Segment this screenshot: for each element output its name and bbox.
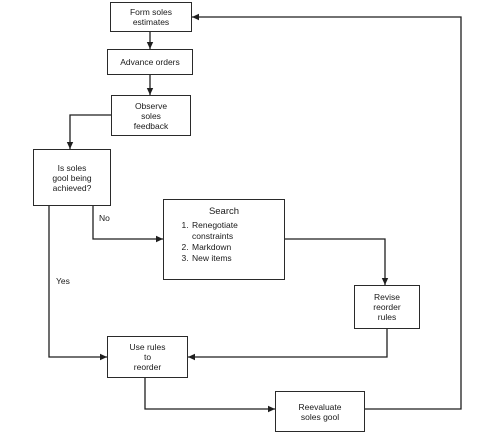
revise-reorder-rules-box: Revise reorder rules <box>354 285 420 329</box>
arrow-search-to-revise <box>285 238 389 285</box>
arrow-use-rules-to-reevaluate <box>144 378 275 413</box>
arrow-decision-no-to-search <box>92 206 163 243</box>
observe-feedback-line-1: Observe <box>134 100 168 111</box>
decision-line-1: Is soles <box>57 162 87 173</box>
sales-goal-decision-box: Is soles gool being achieved? <box>33 149 111 206</box>
form-sales-estimates-line-2: estimates <box>132 17 170 27</box>
no-branch-label: No <box>99 213 110 223</box>
search-title: Search <box>208 206 240 217</box>
arrow-revise-to-use-rules <box>188 329 388 361</box>
use-rules-line-3: reorder <box>133 362 162 372</box>
search-option-renegotiate: Renegotiate constraints <box>191 220 281 242</box>
use-rules-line-2: to <box>143 352 152 362</box>
observe-sales-feedback-box: Observe soles feedback <box>111 95 191 136</box>
observe-feedback-line-2: soles <box>141 110 161 121</box>
use-rules-to-reorder-box: Use rules to reorder <box>107 336 188 378</box>
search-box: Search Renegotiate constraints Markdown … <box>163 199 285 280</box>
yes-branch-label: Yes <box>56 276 70 286</box>
use-rules-line-1: Use rules <box>129 342 166 352</box>
form-sales-estimates-box: Form soles estimates <box>110 2 192 32</box>
form-sales-estimates-line-1: Form soles <box>129 7 173 17</box>
arrow-decision-yes-to-use-rules <box>48 206 107 361</box>
revise-rules-line-3: rules <box>377 312 397 322</box>
search-options-list: Renegotiate constraints Markdown New ite… <box>167 220 281 264</box>
advance-orders-label: Advance orders <box>120 57 180 67</box>
revise-rules-line-1: Revise <box>374 292 400 302</box>
reevaluate-line-2: soles gool <box>300 411 340 422</box>
arrow-reevaluate-loop-to-form <box>192 13 462 410</box>
revise-rules-line-2: reorder <box>373 302 401 312</box>
search-option-markdown: Markdown <box>191 242 281 253</box>
observe-feedback-line-3: feedback <box>133 120 169 131</box>
arrow-observe-to-decision <box>66 114 111 149</box>
advance-orders-box: Advance orders <box>107 49 193 75</box>
decision-line-2: gool being <box>52 172 92 183</box>
reevaluate-sales-goal-box: Reevaluate soles gool <box>275 391 365 432</box>
decision-line-3: achieved? <box>52 182 92 193</box>
search-option-new-items: New items <box>191 253 281 264</box>
reevaluate-line-1: Reevaluate <box>298 401 342 412</box>
